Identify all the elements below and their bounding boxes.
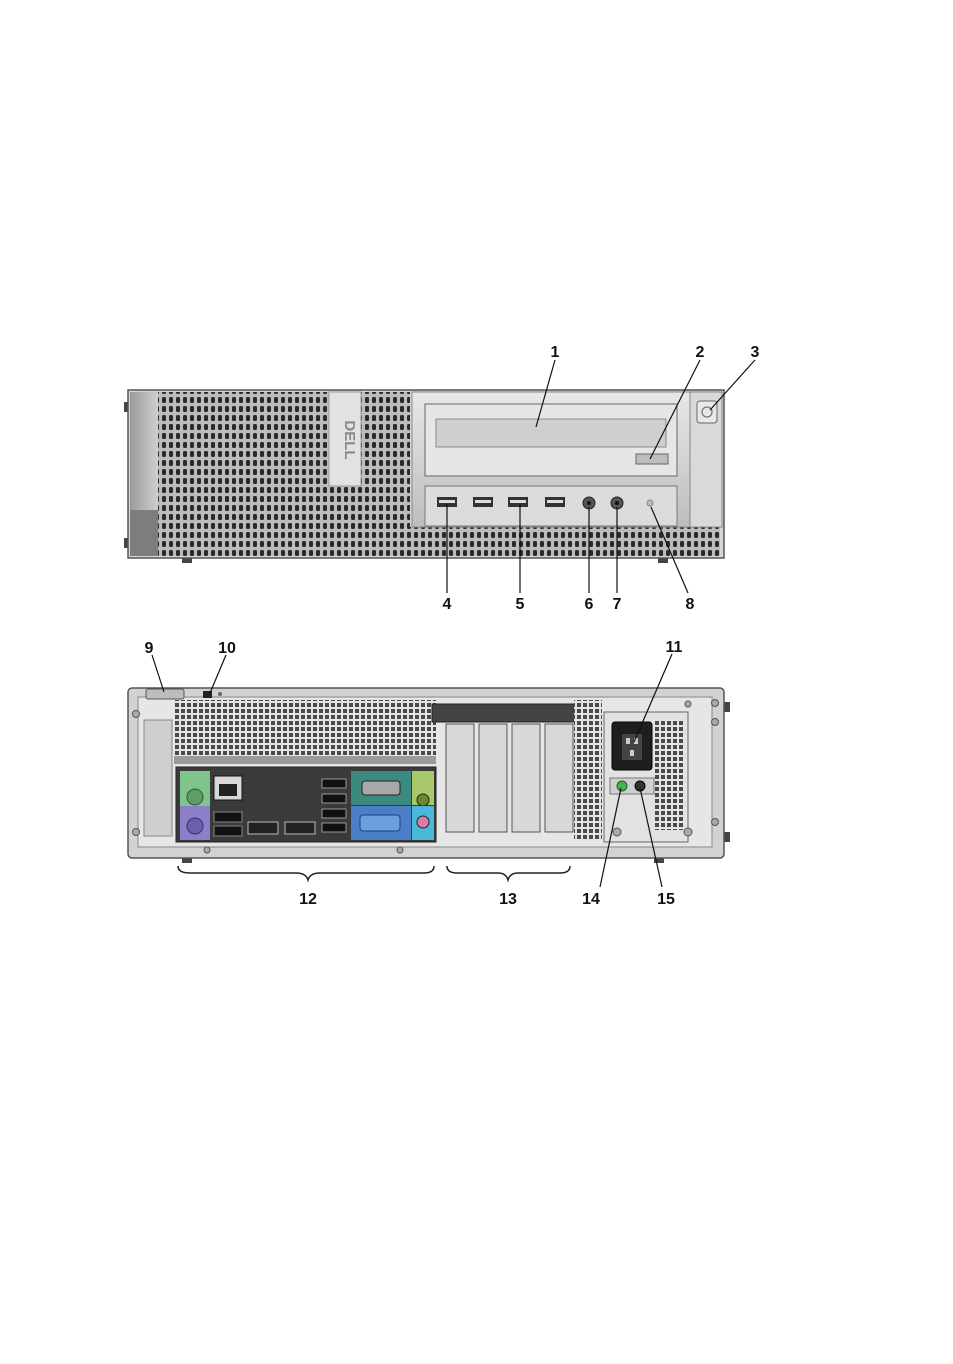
power-supply-diagnostic-light <box>617 781 627 791</box>
line-in-jack <box>417 816 429 828</box>
line-out-jack <box>417 794 429 806</box>
brace-12 <box>178 866 434 880</box>
callout-1: 1 <box>551 344 560 361</box>
ps2-mouse-port <box>187 789 203 805</box>
callout-7: 7 <box>613 596 622 613</box>
callout-13: 13 <box>499 891 517 908</box>
callout-12: 12 <box>299 891 317 908</box>
front-view: DELL <box>124 390 724 563</box>
callout-8: 8 <box>686 596 695 613</box>
dell-logo-text: DELL <box>341 420 358 459</box>
serial-port <box>362 781 400 795</box>
vga-port <box>360 815 400 831</box>
callout-5: 5 <box>516 596 525 613</box>
back-view <box>128 688 730 863</box>
callout-11: 11 <box>666 639 683 656</box>
callout-3: 3 <box>751 344 760 361</box>
ps2-keyboard-port <box>187 818 203 834</box>
callout-9: 9 <box>145 640 154 657</box>
callout-6: 6 <box>585 596 594 613</box>
padlock-ring <box>146 689 184 699</box>
power-button <box>697 401 717 423</box>
callout-10: 10 <box>218 640 236 657</box>
brace-13 <box>447 866 570 880</box>
callout-2: 2 <box>696 344 705 361</box>
front-grille <box>158 392 410 556</box>
rear-vent <box>174 700 436 755</box>
callout-14: 14 <box>582 891 600 908</box>
displayport-2 <box>285 822 315 834</box>
displayport-1 <box>248 822 278 834</box>
callout-4: 4 <box>443 596 452 613</box>
callout-15: 15 <box>657 891 675 908</box>
expansion-slot-bracket <box>432 704 588 722</box>
drive-activity-light <box>647 500 653 506</box>
